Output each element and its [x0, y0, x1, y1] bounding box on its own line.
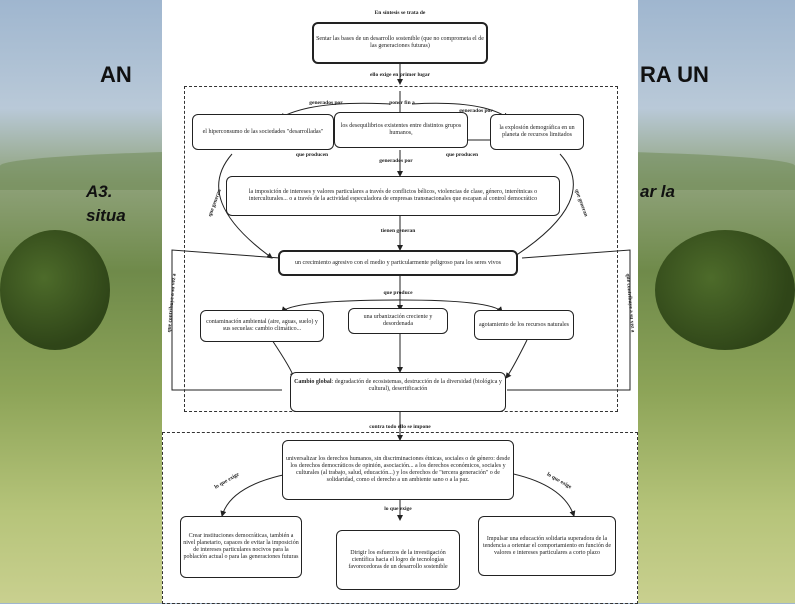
slide-subtitle-left-1: A3. [86, 182, 113, 201]
box-imposition-interests: la imposición de intereses y valores par… [226, 176, 560, 216]
box-demographic-explosion: la explosión demográfica en un planeta d… [490, 114, 584, 150]
box-aggressive-growth: un crecimiento agresivo con el medio y p… [278, 250, 518, 276]
label-generados-3: generados por [379, 158, 413, 164]
label-contra: contra todo ello se impone [369, 424, 431, 430]
box-universal-rights: universalizar los derechos humanos, sin … [282, 440, 514, 500]
box-pollution: contaminación ambiental (aire, aguas, su… [200, 310, 324, 342]
slide-subtitle-right: ar la [640, 182, 675, 201]
box-global-change: Cambio global: degradación de ecosistema… [290, 372, 506, 412]
slide-subtitle-left-2: situa [86, 206, 126, 225]
label-lo-que-exige: lo que exige [384, 506, 412, 512]
slide-title-right: RA UN [640, 62, 709, 87]
box-resource-depletion: agotamiento de los recursos naturales [474, 310, 574, 340]
global-change-heading: Cambio global [294, 379, 332, 385]
label-que-produce: que produce [383, 290, 413, 296]
label-que-producen-2: que producen [445, 152, 479, 158]
concept-map-figure: En síntesis se trata de Sentar las bases… [162, 0, 638, 604]
box-scientific-research: Dirigir los esfuerzos de la investigació… [336, 530, 460, 590]
box-hyperconsumption: el hiperconsumo de las sociedades "desar… [192, 114, 334, 150]
label-tienen-generan: tienen generan [380, 228, 416, 234]
background-tree-right [655, 230, 795, 350]
label-que-producen-1: que producen [295, 152, 329, 158]
global-change-text: : degradación de ecosistemas, destrucció… [331, 379, 502, 392]
label-poner-fin: poner fin a [389, 100, 415, 106]
label-generados-1: generados por [309, 100, 343, 106]
label-generados-2: generados por [459, 108, 493, 114]
label-first: ello exige en primer lugar [369, 72, 431, 78]
box-urbanization: una urbanización creciente y desordenada [348, 308, 448, 334]
label-top-caption: En síntesis se trata de [374, 10, 426, 16]
box-imbalances: los desequilibrios existentes entre dist… [334, 112, 468, 148]
box-sustainable-development: Sentar las bases de un desarrollo sosten… [312, 22, 488, 64]
background-tree-left [0, 230, 110, 350]
slide-title-left: AN [100, 62, 132, 87]
box-solidarity-education: Impulsar una educación solidaria superad… [478, 516, 616, 576]
box-democratic-institutions: Crear instituciones democráticas, tambié… [180, 516, 302, 578]
